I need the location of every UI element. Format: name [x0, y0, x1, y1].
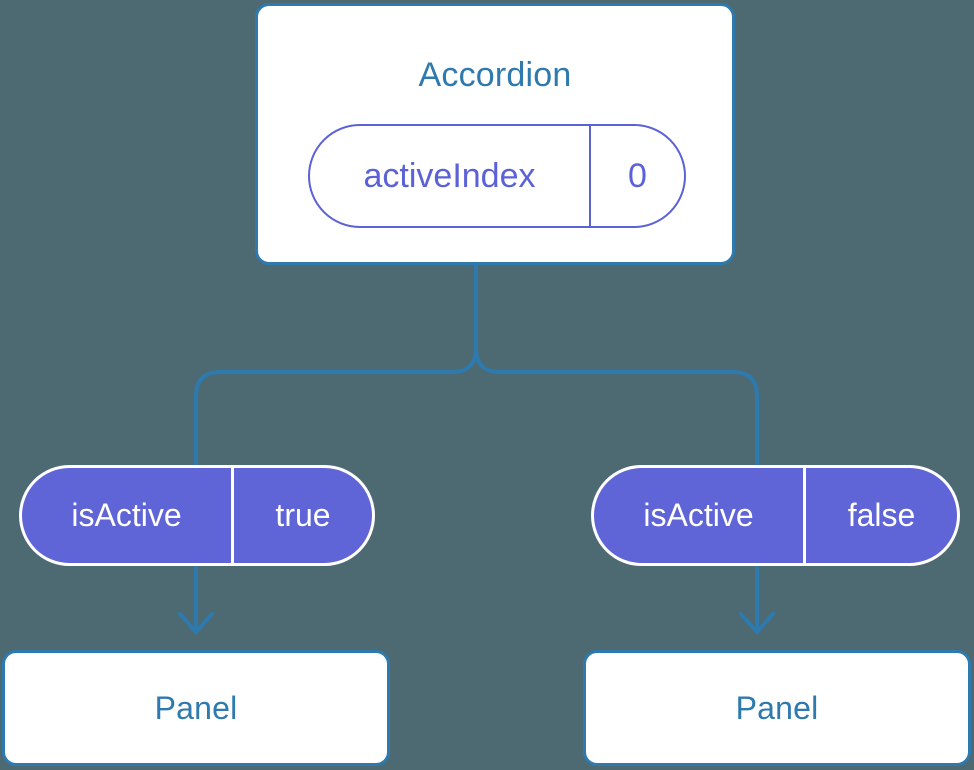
panel-title: Panel [154, 689, 238, 726]
prop-pill-value: false [847, 497, 916, 533]
accordion-component-node[interactable]: Accordion activeIndex 0 [255, 3, 735, 265]
arrow-down-left-icon [178, 566, 214, 634]
arrow-down-right-icon [739, 566, 775, 634]
state-pill-value: 0 [628, 156, 647, 195]
panel-component-node-left[interactable]: Panel [2, 650, 390, 766]
prop-pill-value: true [275, 497, 331, 533]
prop-pill-key: isActive [22, 468, 234, 563]
panel-component-node-right[interactable]: Panel [583, 650, 971, 766]
accordion-title: Accordion [418, 56, 572, 94]
state-pill-active-index[interactable]: activeIndex 0 [308, 124, 686, 228]
panel-title: Panel [735, 689, 819, 726]
state-pill-key: activeIndex [310, 126, 591, 226]
tree-connector-path [194, 263, 759, 467]
prop-pill-is-active-left[interactable]: isActive true [19, 465, 375, 566]
prop-pill-is-active-right[interactable]: isActive false [591, 465, 960, 566]
prop-pill-key: isActive [594, 468, 806, 563]
